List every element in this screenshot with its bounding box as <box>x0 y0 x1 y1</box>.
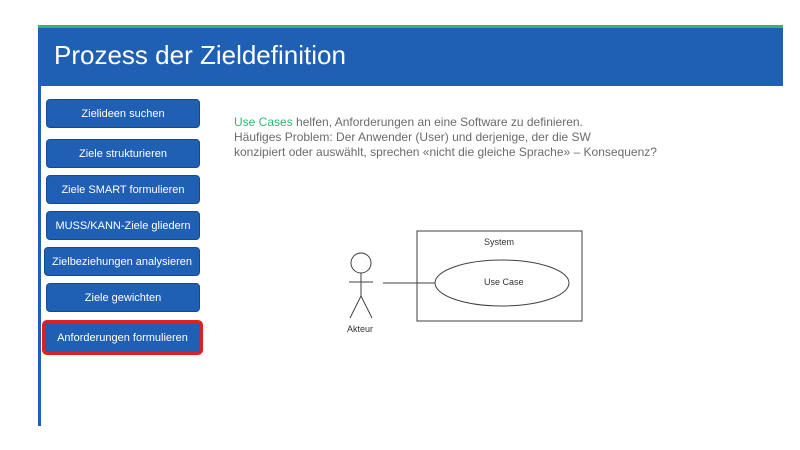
system-label: System <box>484 237 515 247</box>
slide-title: Prozess der Zieldefinition <box>54 40 346 70</box>
step-ziele-smart-formulieren[interactable]: Ziele SMART formulieren <box>46 175 200 204</box>
actor-label: Akteur <box>347 324 374 334</box>
step-anforderungen-formulieren[interactable]: Anforderungen formulieren <box>42 320 203 355</box>
system-boundary <box>416 230 583 322</box>
left-rule <box>38 86 41 426</box>
step-muss-kann-ziele-gliedern[interactable]: MUSS/KANN-Ziele gliedern <box>46 211 200 240</box>
title-bar: Prozess der Zieldefinition <box>38 28 783 86</box>
accent-line <box>38 25 783 28</box>
step-zielideen-suchen[interactable]: Zielideen suchen <box>46 99 200 128</box>
body-line-1-rest: helfen, Anforderungen an eine Software z… <box>292 115 583 129</box>
body-line-3: konzipiert oder auswählt, sprechen «nich… <box>234 145 657 159</box>
use-cases-term: Use Cases <box>234 115 293 129</box>
use-case-label: Use Case <box>484 277 524 287</box>
step-ziele-strukturieren[interactable]: Ziele strukturieren <box>46 139 200 168</box>
actor-icon <box>349 252 373 319</box>
step-zielbeziehungen-analysieren[interactable]: Zielbeziehungen analysieren <box>44 247 200 276</box>
body-line-1: Use Cases helfen, Anforderungen an eine … <box>234 115 774 130</box>
step-ziele-gewichten[interactable]: Ziele gewichten <box>46 283 200 312</box>
body-line-2: Häufiges Problem: Der Anwender (User) un… <box>234 130 591 144</box>
body-text: Use Cases helfen, Anforderungen an eine … <box>234 115 774 160</box>
